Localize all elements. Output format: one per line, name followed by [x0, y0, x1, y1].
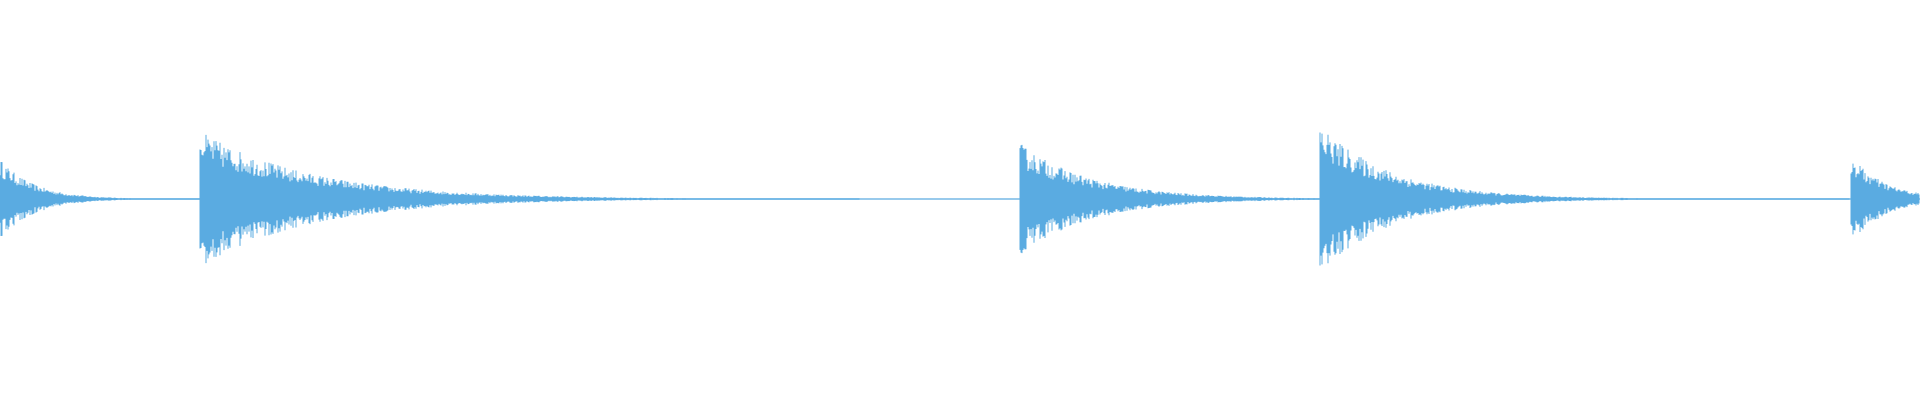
waveform-onset-2	[199, 134, 860, 264]
waveform-layer	[0, 132, 1920, 266]
waveform-onset-5	[1850, 163, 1920, 235]
waveform-onset-4	[1319, 132, 1850, 266]
